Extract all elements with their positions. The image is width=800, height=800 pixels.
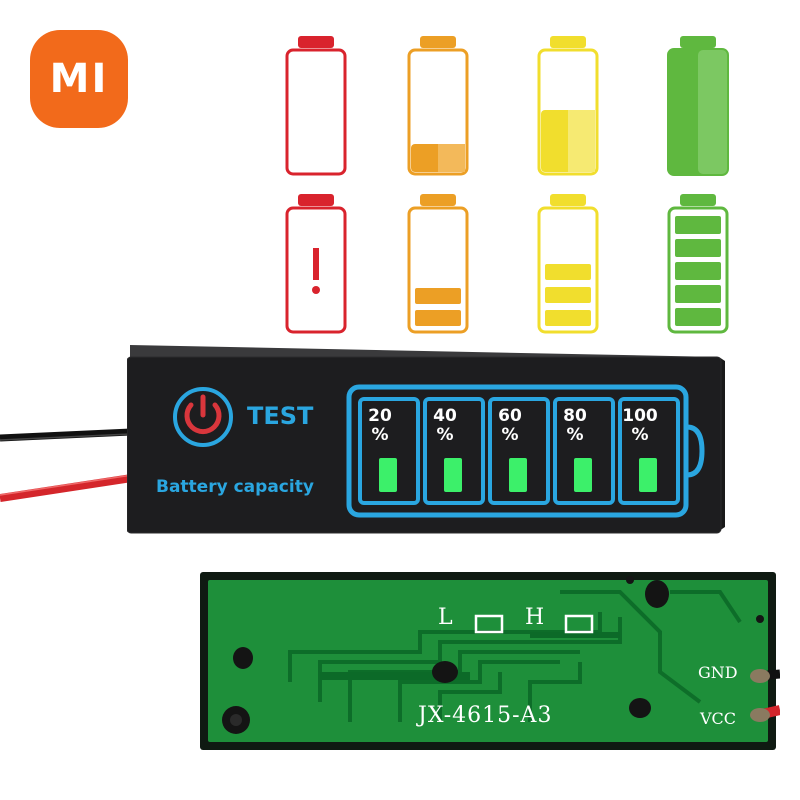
cell-value: 100 (622, 406, 658, 426)
pcb-pad-label-h: H (525, 605, 545, 630)
cell-unit: % (436, 425, 454, 445)
battery-icon-half (536, 34, 600, 178)
pcb-pad-label-l: L (438, 605, 453, 630)
logo-text: MI (49, 56, 109, 102)
battery-icon-two-bars (406, 192, 470, 336)
cell-value: 40 (433, 406, 457, 426)
cell-unit: % (371, 425, 389, 445)
pcb-board (200, 572, 780, 750)
battery-capacity-label: Battery capacity (156, 477, 314, 497)
battery-icon-three-bars (536, 192, 600, 336)
battery-icon-warning (284, 192, 348, 336)
battery-icon-full (666, 34, 730, 178)
battery-indicator-module (127, 345, 725, 534)
pcb-gnd-label: GND (698, 663, 738, 682)
cell-value: 60 (498, 406, 522, 426)
battery-outline-icon (346, 384, 705, 518)
cell-label-80: 80 % (555, 407, 595, 445)
power-icon (173, 387, 233, 447)
cell-unit: % (501, 425, 519, 445)
cell-label-60: 60 % (490, 407, 530, 445)
pcb-vcc-label: VCC (700, 709, 737, 728)
cell-label-100: 100 % (620, 407, 660, 445)
cell-unit: % (631, 425, 649, 445)
xiaomi-logo: MI (30, 30, 128, 128)
cell-label-20: 20 % (360, 407, 400, 445)
pcb-model-label: JX-4615-A3 (418, 703, 553, 728)
battery-icon-low (406, 34, 470, 178)
cell-value: 20 (368, 406, 392, 426)
battery-icon-empty (284, 34, 348, 178)
test-label: TEST (247, 402, 314, 430)
cell-value: 80 (563, 406, 587, 426)
led-indicators (379, 458, 657, 492)
battery-icon-five-bars (666, 192, 730, 336)
module-wires (0, 428, 133, 502)
cell-unit: % (566, 425, 584, 445)
cell-label-40: 40 % (425, 407, 465, 445)
